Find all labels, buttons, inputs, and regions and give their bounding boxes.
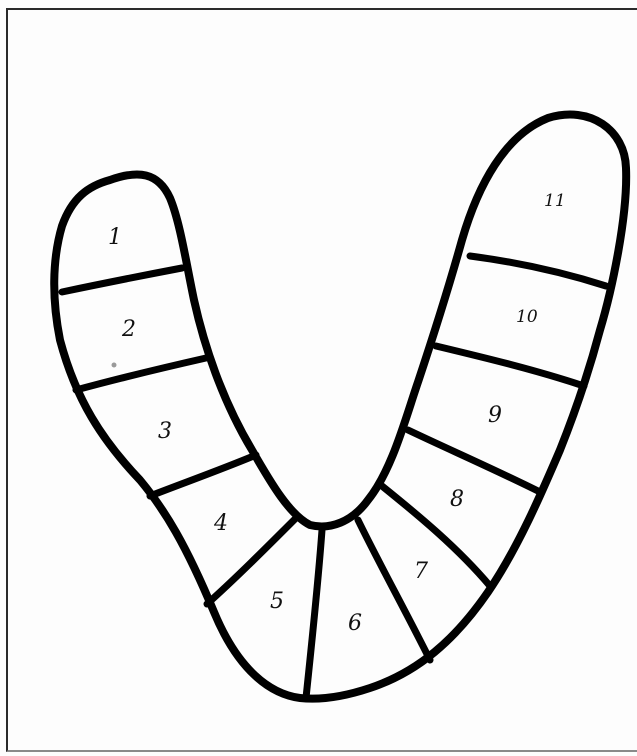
divider-6-7 (358, 520, 430, 660)
divider-10-11 (470, 256, 606, 286)
segment-label-3: 3 (158, 419, 172, 444)
segment-label-11: 11 (544, 191, 566, 211)
u-shape-outline (54, 115, 626, 699)
segment-label-5: 5 (270, 589, 284, 614)
divider-9-10 (436, 346, 584, 386)
divider-7-8 (382, 486, 490, 586)
segment-label-7: 7 (414, 559, 428, 584)
segment-label-8: 8 (450, 487, 464, 512)
segment-label-1: 1 (108, 225, 122, 250)
segment-label-9: 9 (488, 403, 502, 428)
scan-speck (112, 363, 117, 368)
divider-1-2 (62, 268, 182, 292)
segment-label-10: 10 (516, 307, 538, 327)
divider-8-9 (408, 430, 540, 492)
divider-3-4 (150, 455, 256, 496)
segment-label-4: 4 (213, 511, 228, 536)
segment-label-2: 2 (121, 317, 136, 342)
segment-label-6: 6 (348, 611, 362, 636)
divider-5-6 (306, 530, 322, 698)
divider-2-3 (76, 358, 206, 390)
